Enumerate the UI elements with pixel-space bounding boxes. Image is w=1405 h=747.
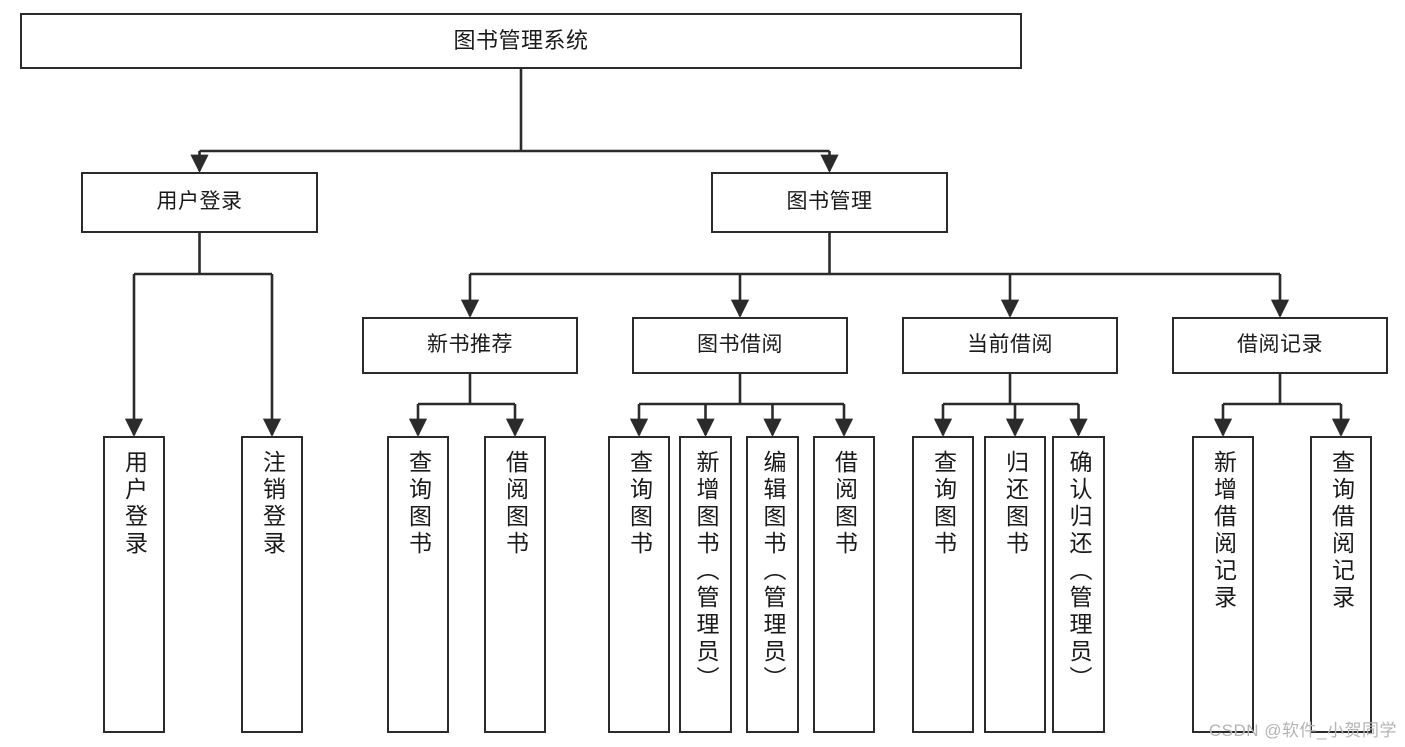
node-leaf-edit-book[interactable]: 编辑图书（管理员）	[746, 436, 799, 733]
node-leaf-logout[interactable]: 注销登录	[241, 436, 303, 733]
node-user-login-label: 用户登录	[156, 190, 243, 214]
node-book-borrow-label: 图书借阅	[697, 333, 783, 357]
node-leaf-query-record-label: 查询借阅记录	[1328, 450, 1355, 612]
node-leaf-query-book-2[interactable]: 查询图书	[608, 436, 670, 733]
csdn-watermark: CSDN @软件_小贺同学	[1208, 721, 1397, 740]
node-leaf-query-record[interactable]: 查询借阅记录	[1310, 436, 1372, 733]
node-current-borrow-label: 当前借阅	[967, 333, 1053, 357]
node-new-book-recommend-label: 新书推荐	[427, 333, 513, 357]
node-root[interactable]: 图书管理系统	[20, 13, 1022, 69]
node-leaf-return-book-label: 归还图书	[1002, 450, 1029, 558]
node-leaf-confirm-return-label: 确认归还（管理员）	[1066, 450, 1092, 693]
node-leaf-add-book[interactable]: 新增图书（管理员）	[679, 436, 732, 733]
node-leaf-borrow-book-1-label: 借阅图书	[502, 450, 529, 558]
node-leaf-logout-label: 注销登录	[259, 450, 286, 558]
node-borrow-record[interactable]: 借阅记录	[1172, 317, 1388, 374]
node-leaf-user-login[interactable]: 用户登录	[103, 436, 165, 733]
node-current-borrow[interactable]: 当前借阅	[902, 317, 1118, 374]
node-leaf-borrow-book-1[interactable]: 借阅图书	[484, 436, 546, 733]
node-book-borrow[interactable]: 图书借阅	[632, 317, 848, 374]
node-leaf-confirm-return[interactable]: 确认归还（管理员）	[1052, 436, 1105, 733]
node-leaf-return-book[interactable]: 归还图书	[984, 436, 1046, 733]
node-leaf-query-book-3[interactable]: 查询图书	[912, 436, 974, 733]
node-leaf-add-record-label: 新增借阅记录	[1210, 450, 1237, 612]
node-book-manage[interactable]: 图书管理	[711, 172, 948, 233]
node-user-login[interactable]: 用户登录	[81, 172, 318, 233]
node-borrow-record-label: 借阅记录	[1237, 333, 1323, 357]
node-leaf-user-login-label: 用户登录	[121, 450, 148, 558]
node-leaf-borrow-book-2[interactable]: 借阅图书	[813, 436, 875, 733]
node-book-manage-label: 图书管理	[786, 190, 873, 214]
node-leaf-add-book-label: 新增图书（管理员）	[693, 450, 719, 693]
node-root-label: 图书管理系统	[453, 28, 589, 54]
node-leaf-borrow-book-2-label: 借阅图书	[831, 450, 858, 558]
node-leaf-edit-book-label: 编辑图书（管理员）	[760, 450, 786, 693]
node-new-book-recommend[interactable]: 新书推荐	[362, 317, 578, 374]
node-leaf-query-book-1-label: 查询图书	[405, 450, 432, 558]
node-leaf-add-record[interactable]: 新增借阅记录	[1192, 436, 1254, 733]
node-leaf-query-book-1[interactable]: 查询图书	[387, 436, 449, 733]
node-leaf-query-book-2-label: 查询图书	[626, 450, 653, 558]
node-leaf-query-book-3-label: 查询图书	[930, 450, 957, 558]
